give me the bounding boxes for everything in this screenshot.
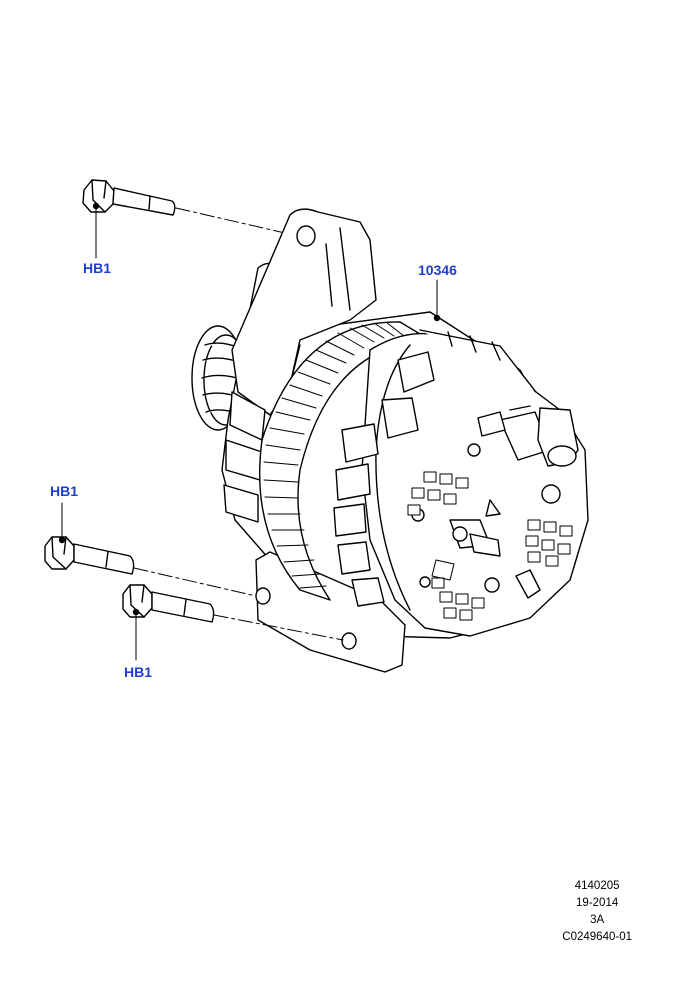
- callout-alternator-10346[interactable]: 10346: [418, 262, 457, 278]
- drawing-info-block: 4140205 19-2014 3A C0249640-01: [562, 878, 632, 946]
- callout-left-bolt-hb1[interactable]: HB1: [50, 483, 79, 499]
- stator-fins: [259, 321, 431, 601]
- lower-bolt[interactable]: [122, 584, 215, 661]
- info-line-1: 4140205: [574, 880, 620, 892]
- callout-top-bolt-hb1[interactable]: HB1: [83, 260, 112, 276]
- top-bolt[interactable]: [82, 179, 176, 259]
- info-line-2: 19-2014: [576, 897, 619, 909]
- info-line-3: 3A: [590, 914, 605, 926]
- info-line-4: C0249640-01: [562, 931, 632, 943]
- rear-cover[interactable]: [333, 329, 589, 637]
- left-bolt[interactable]: [44, 502, 135, 575]
- callout-lower-bolt-hb1[interactable]: HB1: [124, 664, 153, 680]
